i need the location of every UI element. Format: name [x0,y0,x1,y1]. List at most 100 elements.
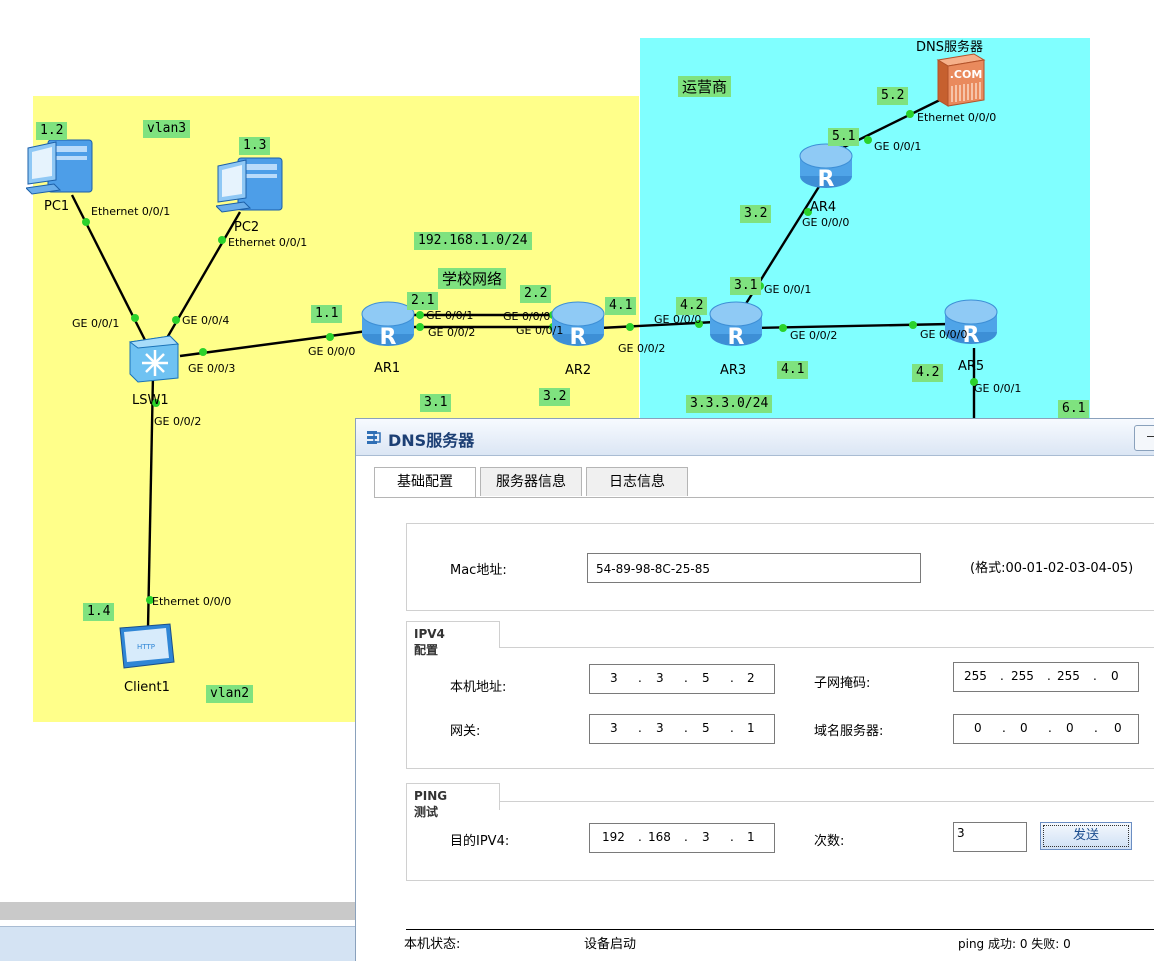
ip-octet: 192 [602,830,625,844]
ip-dot: . [1002,721,1006,735]
svg-text:R: R [728,325,745,346]
ip-octet: 255 [964,669,987,683]
ar4-router-icon[interactable]: R [798,140,854,188]
ip-dot: . [684,721,688,735]
ip-label: 3.1 [730,277,762,295]
taskbar-strip [0,926,360,961]
ar5-router-icon[interactable]: R [943,296,999,344]
client1-http-client-icon[interactable]: HTTP [116,622,178,670]
pc2-computer-icon[interactable] [216,152,288,214]
ping-dest-input[interactable]: 192 . 168 . 3 . 1 [589,823,775,853]
local-ip-input[interactable]: 3 . 3 . 5 . 2 [589,664,775,694]
port-dot [695,320,703,328]
ip-dot: . [730,721,734,735]
ip-octet: 255 [1057,669,1080,683]
port-dot [218,236,226,244]
dialog-titlebar[interactable]: DNS服务器 [356,419,1154,456]
link-ar3-ar5 [754,322,951,330]
ping-panel [406,801,1154,881]
ip-label: 4.1 [777,361,809,379]
link-pc2-lsw1 [158,211,242,351]
minimize-button[interactable] [1134,425,1154,451]
ip-octet: 1 [747,721,755,735]
port-label: Ethernet 0/0/1 [228,236,308,249]
ip-label: 3.2 [740,205,772,223]
port-label: GE 0/0/0 [802,216,850,229]
svg-text:R: R [570,325,587,346]
port-label: GE 0/0/1 [426,309,474,322]
ip-label: 6.1 [1058,400,1090,418]
port-dot [779,324,787,332]
subnet-mask-input[interactable]: 255 . 255 . 255 . 0 [953,662,1139,692]
ip-dot: . [730,671,734,685]
pc1-computer-icon[interactable] [26,134,98,196]
port-label: GE 0/0/2 [618,342,666,355]
tab-log-info[interactable]: 日志信息 [586,467,688,496]
gateway-input[interactable]: 3 . 3 . 5 . 1 [589,714,775,744]
ar3-name: AR3 [720,363,747,378]
port-label: GE 0/0/0 [654,313,702,326]
ar2-router-icon[interactable]: R [550,298,606,346]
ip-octet: 0 [1114,721,1122,735]
port-label: GE 0/0/2 [428,326,476,339]
ping-result: ping 成功: 0 失败: 0 [958,937,1071,951]
ip-label: 3.2 [539,388,571,406]
minimize-icon [1147,436,1154,437]
client1-name: Client1 [124,680,170,695]
port-label: GE 0/0/2 [790,329,838,342]
port-label: GE 0/0/1 [764,283,812,296]
mac-input[interactable]: 54-89-98-8C-25-85 [587,553,921,583]
port-label: GE 0/0/1 [874,140,922,153]
dns-server-dialog: DNS服务器 基础配置 服务器信息 日志信息 Mac地址: 54-89-98-8… [355,418,1154,961]
ip-label: 1.1 [311,305,343,323]
ar1-router-icon[interactable]: R [360,298,416,346]
ar3-router-icon[interactable]: R [708,298,764,346]
port-dot [909,321,917,329]
ip-octet: 5 [702,721,710,735]
port-label: GE 0/0/0 [503,310,551,323]
link-lsw1-client1 [146,374,155,629]
lsw1-switch-icon[interactable] [126,334,182,384]
port-label: GE 0/0/2 [154,415,202,428]
ip-octet: 3 [656,721,664,735]
ip-octet: 255 [1011,669,1034,683]
svg-text:R: R [963,323,980,344]
tab-basic-config[interactable]: 基础配置 [374,467,476,498]
vlan2-label: vlan2 [206,685,254,703]
ping-count-input[interactable]: 3 [953,822,1027,852]
port-dot [626,323,634,331]
ip-octet: 3 [610,671,618,685]
ip-label: 4.2 [912,364,944,382]
ip-octet: 0 [1111,669,1119,683]
send-button[interactable]: 发送 [1040,822,1132,850]
port-dot [152,399,160,407]
window-strip [0,902,360,920]
port-label: GE 0/0/0 [920,328,968,341]
ip-label: 5.1 [828,128,860,146]
pc1-name: PC1 [44,199,70,214]
ip-dot: . [1094,721,1098,735]
ip-label: 5.2 [877,87,909,105]
ip-octet: 3 [702,830,710,844]
ping-dest-label: 目的IPV4: [450,834,510,849]
tab-server-info[interactable]: 服务器信息 [480,467,582,496]
operator-zone-label: 运营商 [678,76,732,97]
port-label: GE 0/0/1 [516,324,564,337]
ip-label: 4.1 [605,297,637,315]
ip-octet: 168 [648,830,671,844]
local-ip-label: 本机地址: [450,680,507,695]
ip-dot: . [730,830,734,844]
operator-zone [640,38,1090,430]
port-dot [146,596,154,604]
ar4-name: AR4 [810,200,837,215]
ipv4-section-title: IPV4配置 [414,627,445,657]
ip-octet: 0 [1020,721,1028,735]
ip-label: 2.2 [520,285,552,303]
dns-server-input[interactable]: 0 . 0 . 0 . 0 [953,714,1139,744]
dns-server-icon[interactable]: .COM [934,52,988,108]
ping-count-label: 次数: [814,834,845,849]
ip-octet: 0 [974,721,982,735]
ip-dot: . [684,671,688,685]
gateway-label: 网关: [450,724,481,739]
